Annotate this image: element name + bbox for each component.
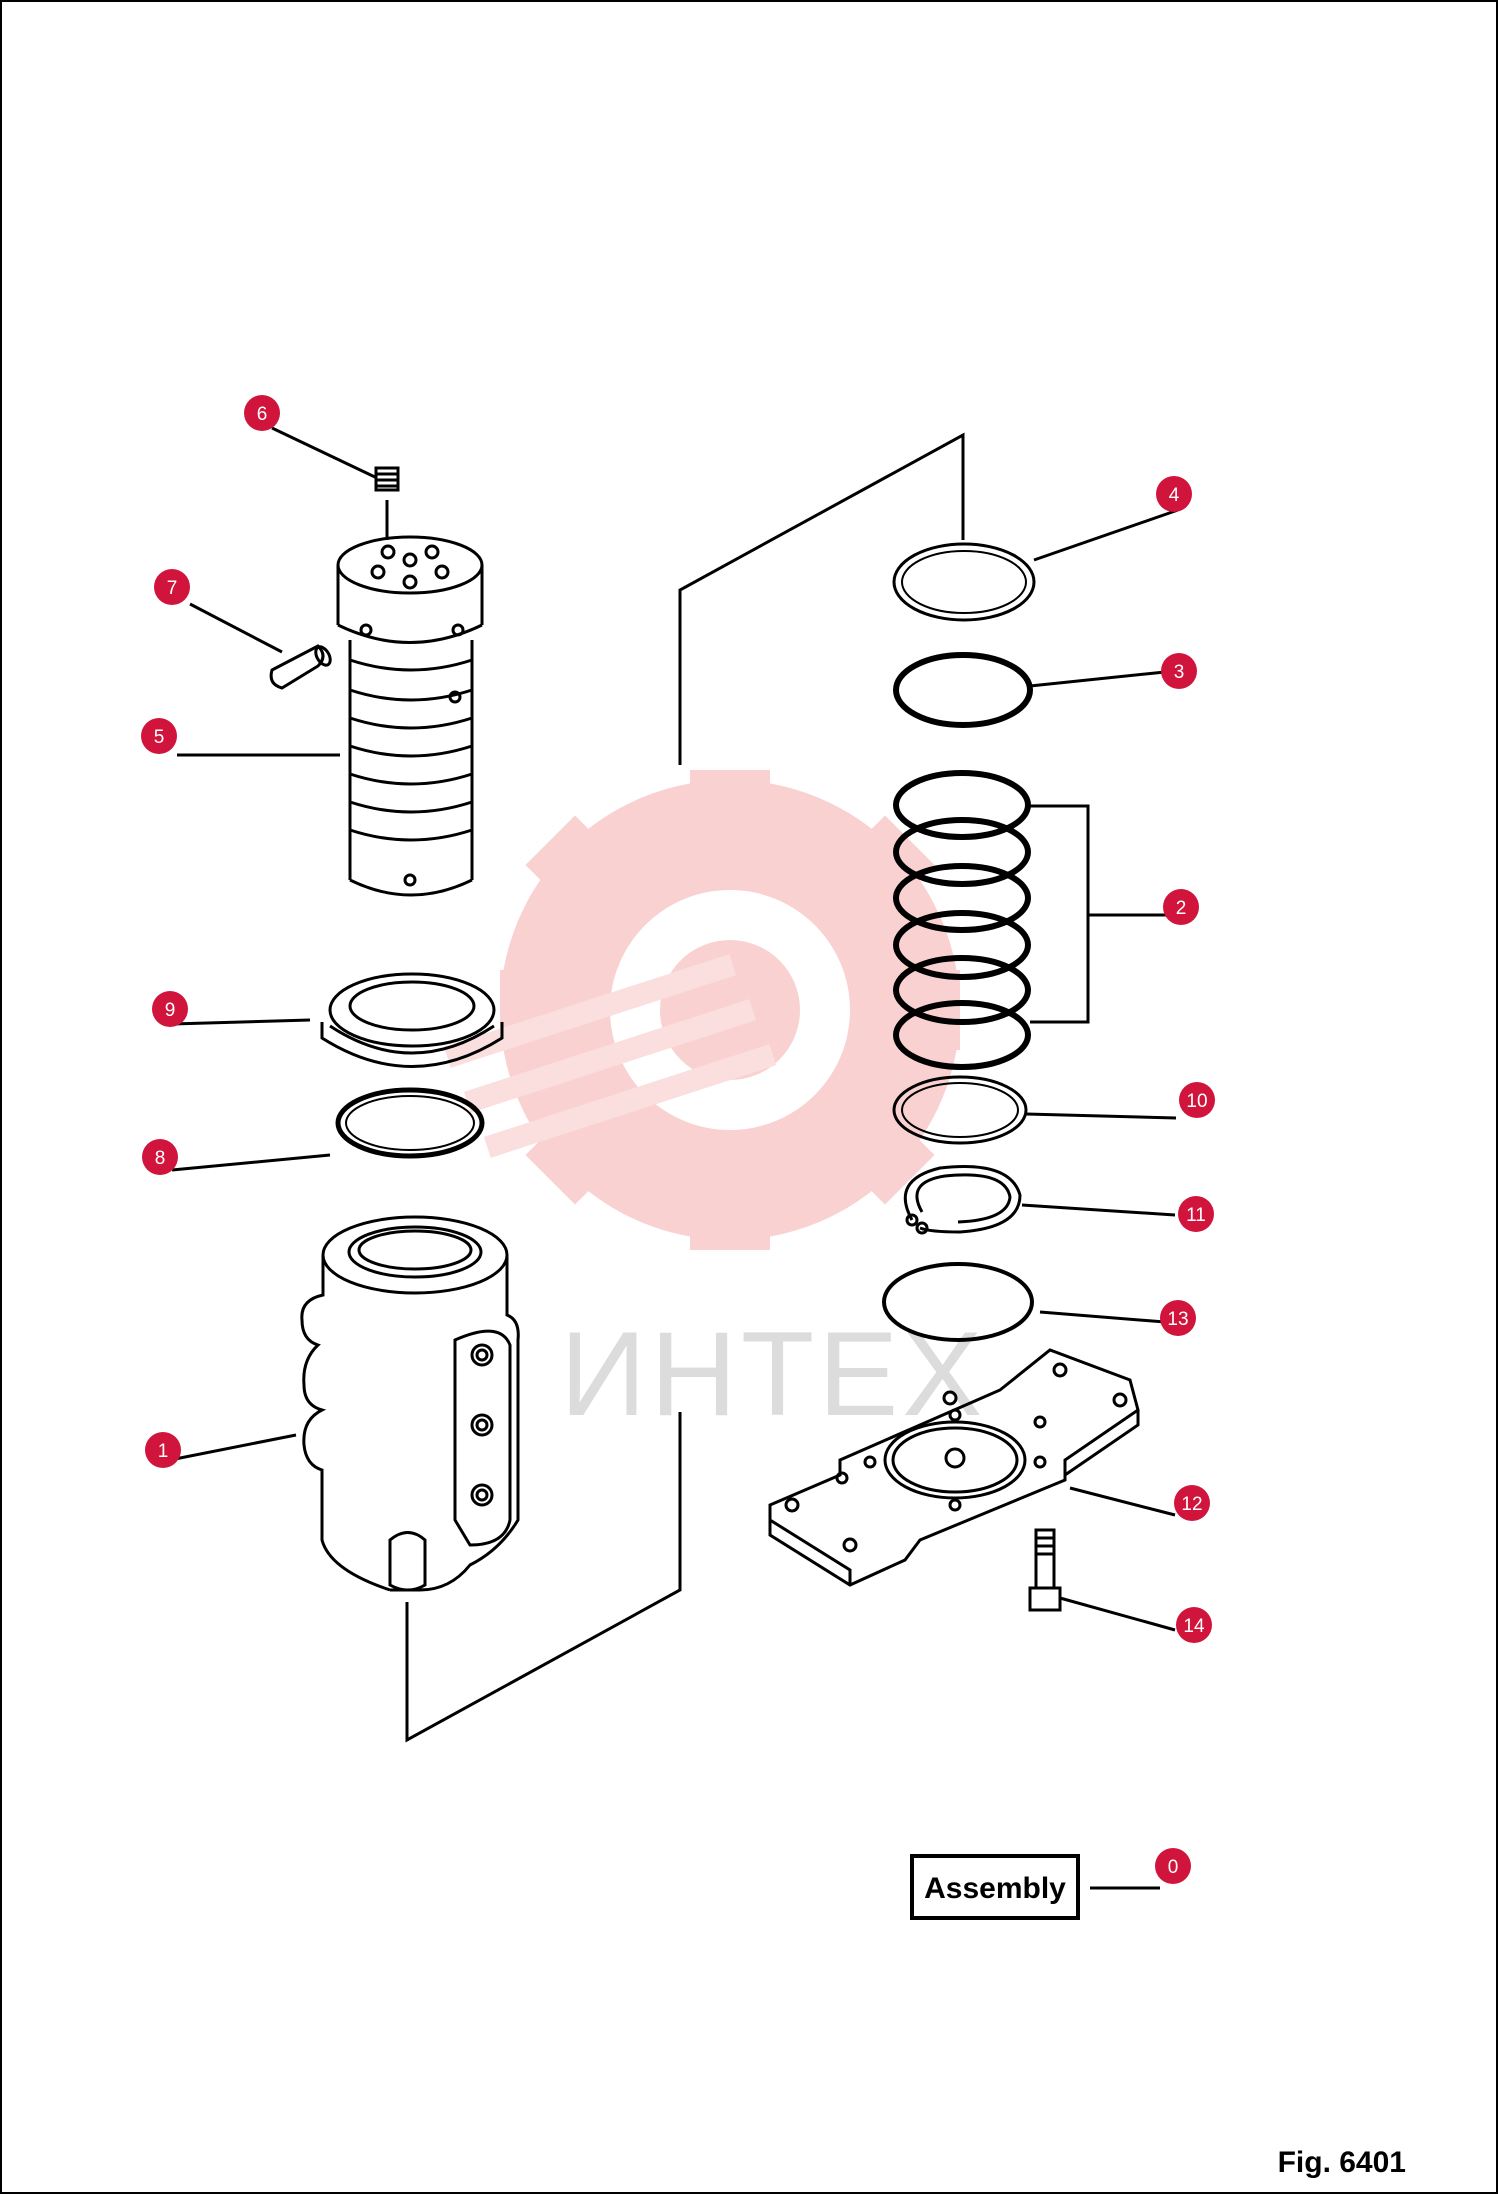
o-ring-part-8 xyxy=(335,1087,485,1159)
watermark-text: ИНТЕХ xyxy=(560,1307,986,1441)
ring-stack-part-2 xyxy=(893,770,1031,1070)
svg-text:5: 5 xyxy=(154,727,165,748)
o-ring-part-3 xyxy=(893,652,1033,728)
callout-6[interactable]: 6 xyxy=(244,395,280,431)
svg-text:3: 3 xyxy=(1174,662,1185,683)
ring-part-4 xyxy=(892,542,1036,622)
callout-7[interactable]: 7 xyxy=(154,569,190,605)
callout-8[interactable]: 8 xyxy=(142,1139,178,1175)
callout-0[interactable]: 0 xyxy=(1155,1848,1191,1884)
svg-text:14: 14 xyxy=(1183,1616,1205,1637)
svg-text:13: 13 xyxy=(1167,1309,1188,1330)
svg-text:2: 2 xyxy=(1176,898,1187,919)
seal-part-9 xyxy=(320,972,504,1068)
snap-ring-part-11 xyxy=(903,1165,1022,1235)
callout-10[interactable]: 10 xyxy=(1179,1082,1215,1118)
right-parts xyxy=(768,542,1140,1612)
cover-plate-part-12 xyxy=(768,1348,1140,1587)
callout-14[interactable]: 14 xyxy=(1176,1607,1212,1643)
callout-2[interactable]: 2 xyxy=(1163,889,1199,925)
svg-text:1: 1 xyxy=(158,1441,169,1462)
callout-1[interactable]: 1 xyxy=(145,1432,181,1468)
assembly-lines xyxy=(169,426,1179,1890)
figure-label: Fig. 6401 xyxy=(1278,2146,1406,2179)
svg-text:10: 10 xyxy=(1186,1091,1207,1112)
callout-12[interactable]: 12 xyxy=(1174,1485,1210,1521)
set-screw-part-6 xyxy=(374,466,400,540)
svg-text:8: 8 xyxy=(155,1148,166,1169)
svg-text:7: 7 xyxy=(167,578,178,599)
callout-badges: 6 7 5 9 8 1 4 3 2 10 11 13 12 14 0 xyxy=(141,395,1215,1884)
rotor-part-5 xyxy=(336,535,484,897)
callout-4[interactable]: 4 xyxy=(1156,476,1192,512)
callout-5[interactable]: 5 xyxy=(141,718,177,754)
svg-text:11: 11 xyxy=(1186,1205,1206,1226)
svg-text:4: 4 xyxy=(1169,485,1180,506)
bolt-part-14 xyxy=(1028,1528,1062,1612)
svg-text:9: 9 xyxy=(165,1000,176,1021)
watermark-logo xyxy=(443,770,960,1250)
callout-11[interactable]: 11 xyxy=(1178,1196,1214,1232)
callout-9[interactable]: 9 xyxy=(152,991,188,1027)
svg-text:12: 12 xyxy=(1181,1494,1202,1515)
o-ring-part-13 xyxy=(882,1262,1034,1342)
left-parts xyxy=(269,466,520,1592)
pin-part-7 xyxy=(269,644,332,690)
svg-text:0: 0 xyxy=(1168,1857,1179,1878)
assembly-label: Assembly xyxy=(924,1872,1066,1905)
ring-part-10 xyxy=(892,1075,1028,1145)
svg-text:6: 6 xyxy=(257,404,268,425)
callout-13[interactable]: 13 xyxy=(1160,1300,1196,1336)
assembly-box: Assembly xyxy=(910,1854,1080,1920)
housing-part-1 xyxy=(300,1215,520,1592)
callout-3[interactable]: 3 xyxy=(1161,653,1197,689)
